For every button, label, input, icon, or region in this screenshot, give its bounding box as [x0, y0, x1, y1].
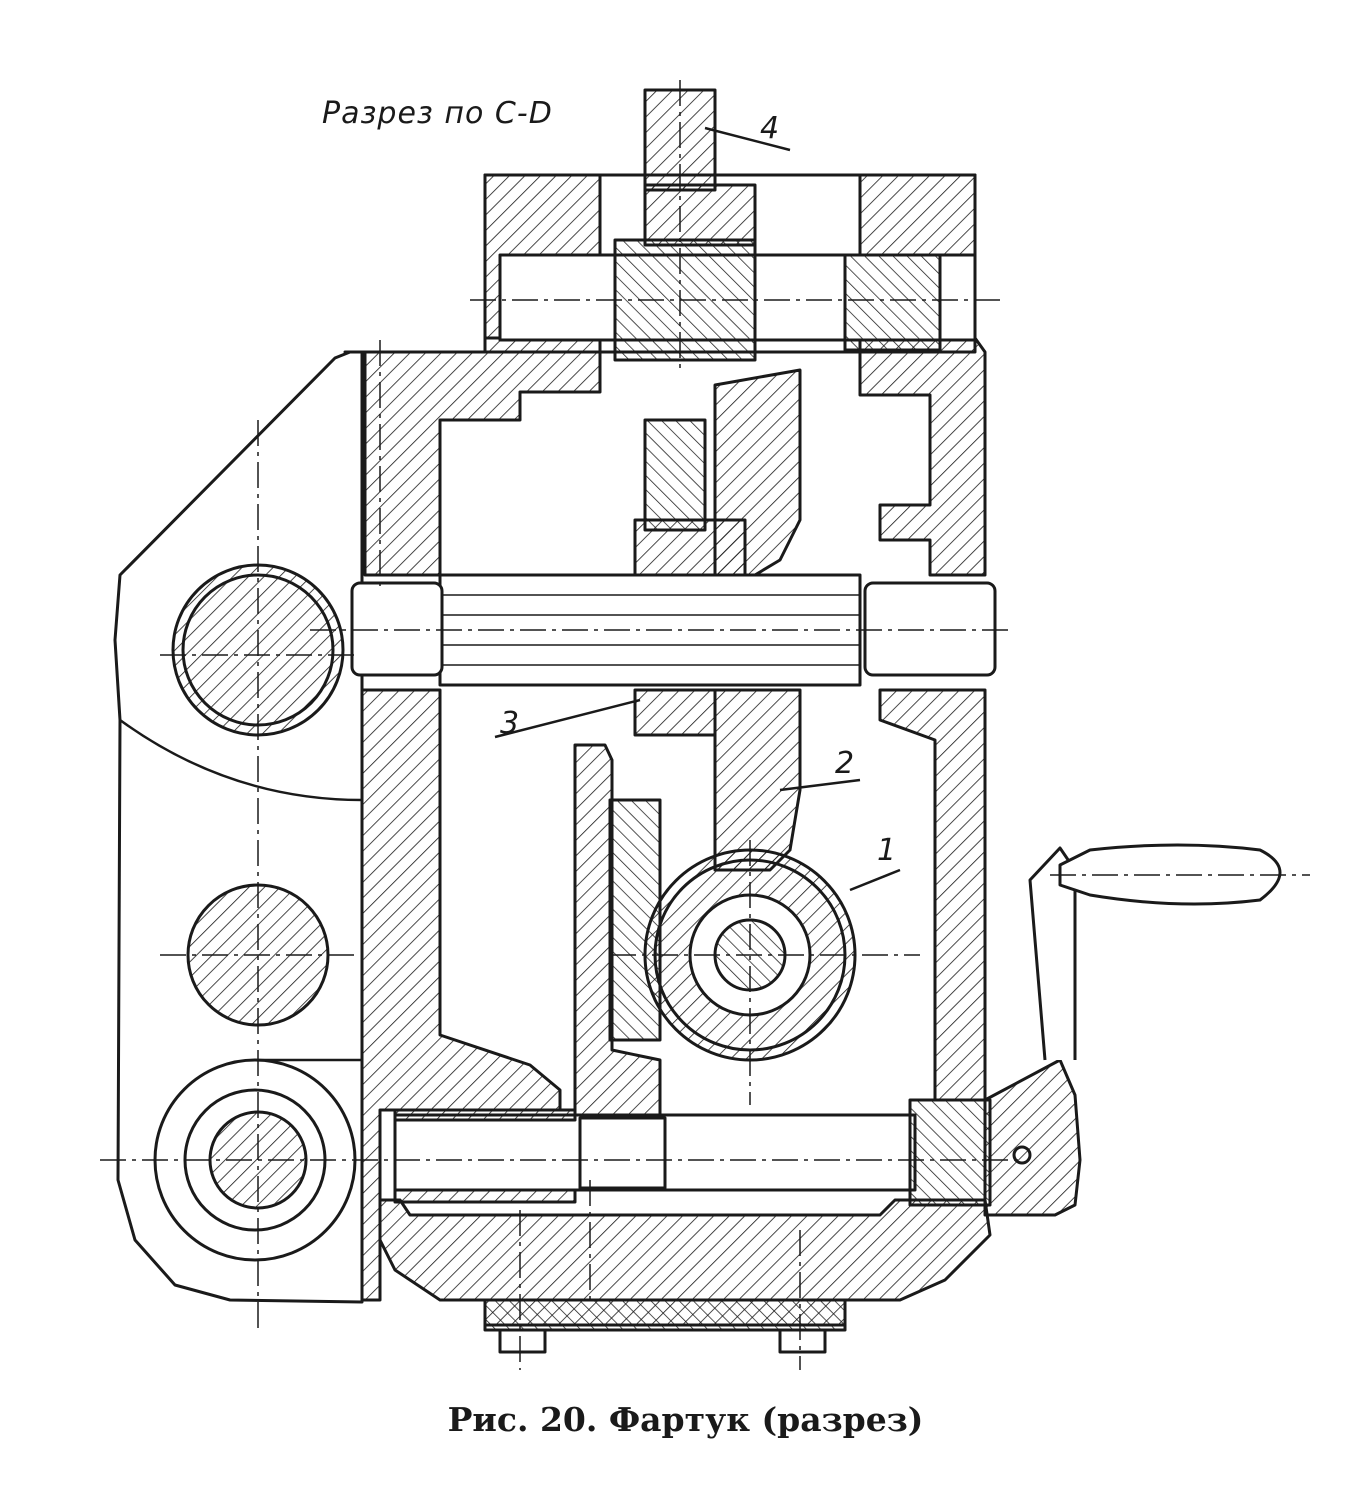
housing-bottom — [378, 1198, 992, 1327]
top-gear — [643, 183, 757, 247]
callout-4: 4 — [760, 111, 779, 146]
callout-1: 1 — [877, 833, 896, 868]
bottom-cover — [483, 1298, 847, 1332]
figure-caption: Рис. 20. Фартук (разрез) — [447, 1400, 924, 1439]
gear-column-upper — [643, 418, 707, 532]
section-title: Разрез по C-D — [322, 96, 553, 131]
right-bushing — [843, 253, 942, 352]
handle-hub — [983, 1058, 1082, 1217]
lower-bearing — [908, 1098, 992, 1207]
clutch-teeth — [608, 798, 662, 1042]
lower-shaft-hatch-b — [393, 1188, 577, 1204]
callout-3: 3 — [500, 706, 519, 741]
housing-right-wall — [858, 336, 987, 1102]
callout-2: 2 — [835, 746, 854, 781]
bottom-nut-right — [778, 1328, 827, 1354]
bracket-inner-edge — [119, 718, 363, 802]
shaft-right-end — [863, 581, 997, 677]
lower-shaft-hatch — [393, 1108, 577, 1122]
handle-arm — [1028, 846, 1077, 1061]
bottom-nut-left — [498, 1328, 547, 1354]
lower-shaft-collar — [578, 1116, 667, 1190]
handle-pin — [1012, 1145, 1032, 1165]
gear-3 — [633, 688, 717, 737]
shaft-left-end — [350, 581, 444, 677]
gear-3-upper — [633, 518, 747, 577]
